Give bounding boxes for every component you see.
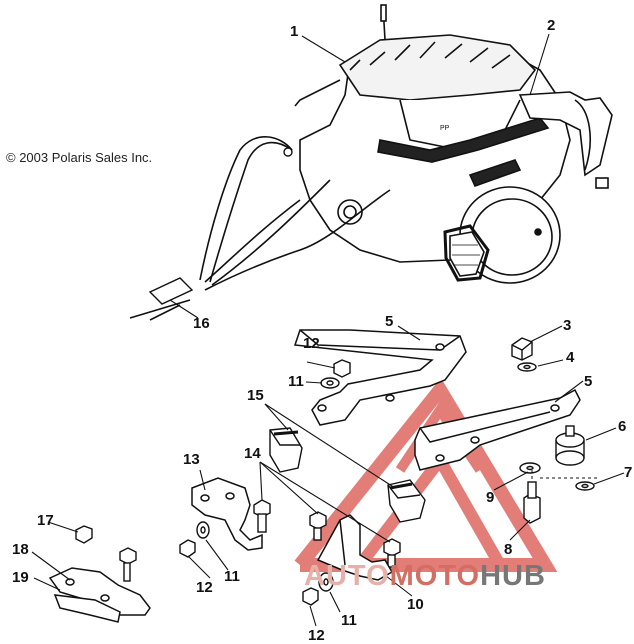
stud-18 — [119, 547, 137, 582]
bolt-14-a — [253, 499, 271, 533]
callout-2: 2 — [547, 17, 556, 34]
watermark-part1: AUTO — [304, 560, 390, 592]
nut-3 — [511, 337, 533, 361]
watermark-part3: HUB — [480, 560, 546, 592]
washer-11-top — [320, 377, 340, 389]
callout-16: 16 — [193, 315, 210, 332]
callout-12-mid: 12 — [196, 579, 213, 596]
nut-12-mid — [179, 539, 196, 558]
callout-4: 4 — [566, 349, 575, 366]
bolt-14-b — [309, 511, 327, 541]
callout-17: 17 — [37, 512, 54, 529]
leader-lines — [31, 33, 625, 627]
bolt-14-c — [383, 538, 401, 568]
callout-8: 8 — [504, 541, 513, 558]
nut-12-top — [333, 359, 351, 378]
callout-13: 13 — [183, 451, 200, 468]
washer-9 — [519, 462, 541, 474]
callout-10: 10 — [407, 596, 424, 613]
washer-7 — [575, 481, 595, 491]
callout-5-lower: 5 — [584, 373, 593, 390]
callout-11-bottom: 11 — [341, 612, 357, 629]
callout-6: 6 — [618, 418, 627, 435]
bolt-8 — [523, 481, 541, 524]
watermark-part2: MOTO — [389, 560, 481, 592]
wire-harness — [129, 136, 391, 321]
damper-15-right — [387, 479, 426, 523]
wire-connector — [148, 147, 293, 305]
engine-assembly: PP — [294, 4, 613, 284]
washer-11-mid — [196, 521, 210, 539]
washer-11-bottom — [318, 572, 334, 592]
callout-15: 15 — [247, 387, 264, 404]
nut-12-bottom — [302, 587, 319, 606]
isolator-mount-6 — [555, 425, 585, 466]
callout-11-top: 11 — [288, 373, 304, 390]
front-mount-bracket — [293, 329, 467, 426]
watermark-text: AUTOMOTOHUB — [304, 560, 546, 593]
callout-19: 19 — [12, 569, 29, 586]
callout-11-mid: 11 — [224, 568, 240, 585]
washer-4 — [517, 362, 537, 372]
callout-18: 18 — [12, 541, 29, 558]
callout-5-upper: 5 — [385, 313, 394, 330]
callout-14: 14 — [244, 445, 261, 462]
callout-12-bottom: 12 — [308, 627, 325, 644]
svg-text:PP: PP — [440, 125, 450, 132]
callout-7: 7 — [624, 464, 633, 481]
callout-3: 3 — [563, 317, 572, 334]
nut-17 — [75, 525, 93, 544]
callout-1: 1 — [290, 23, 299, 40]
damper-15-left — [269, 427, 303, 473]
bracket-13 — [191, 477, 263, 551]
callout-9: 9 — [486, 489, 495, 506]
callout-12-top: 12 — [303, 335, 320, 352]
copyright-notice: © 2003 Polaris Sales Inc. — [6, 150, 153, 165]
bracket-19 — [53, 594, 121, 623]
